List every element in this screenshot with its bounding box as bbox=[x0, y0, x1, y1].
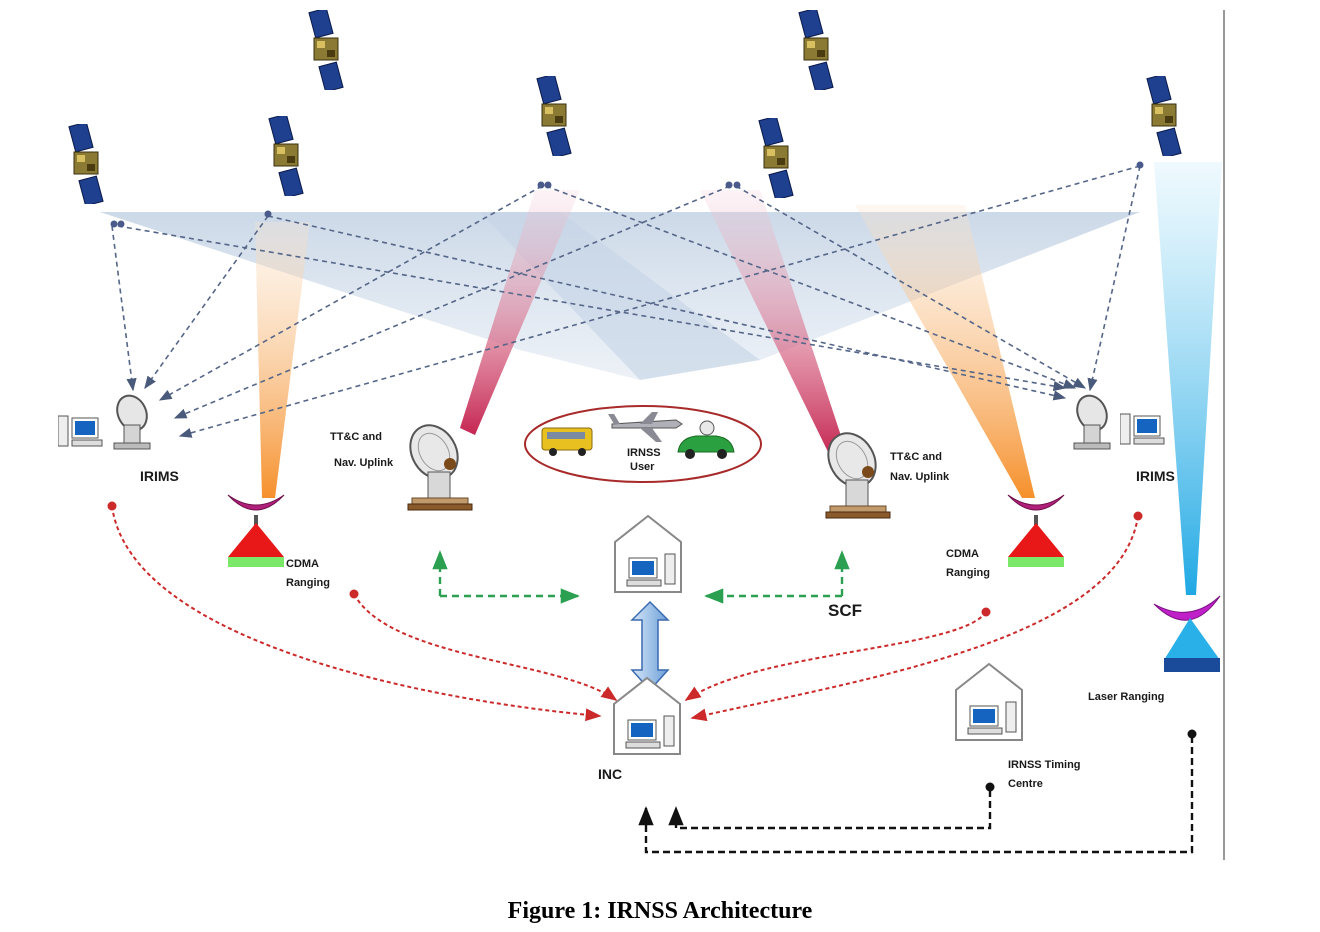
laser-station-icon bbox=[1153, 595, 1221, 621]
beam-cdma-right bbox=[855, 205, 1035, 498]
cdma-right-station: CDMA Ranging bbox=[946, 494, 1065, 579]
scf-links bbox=[432, 550, 850, 604]
satellite-icon bbox=[268, 116, 304, 196]
building-icon bbox=[955, 663, 1023, 741]
figure-caption: Figure 1: IRNSS Architecture bbox=[507, 898, 813, 924]
laser-label: Laser Ranging bbox=[1088, 691, 1164, 703]
irnss-user: IRNSS User bbox=[524, 405, 762, 483]
satellite-icon bbox=[308, 10, 344, 90]
satellite-icon bbox=[68, 124, 104, 204]
data-links bbox=[111, 505, 1139, 722]
scf-station: SCF bbox=[613, 514, 862, 620]
scf-label: SCF bbox=[828, 601, 862, 620]
airplane-icon bbox=[608, 412, 683, 442]
dish-antenna-icon bbox=[404, 424, 473, 511]
irims-left-station: IRIMS bbox=[58, 392, 179, 484]
beam-ttc-right bbox=[700, 190, 845, 456]
beam-laser bbox=[1154, 162, 1222, 595]
bus-icon bbox=[541, 427, 593, 456]
irims-left-label: IRIMS bbox=[140, 468, 179, 484]
timing-label-1: IRNSS Timing bbox=[1008, 759, 1081, 771]
inc-station: INC bbox=[598, 677, 681, 782]
dish-antenna-icon bbox=[1070, 392, 1114, 451]
cdma-left-label-2: Ranging bbox=[286, 577, 330, 589]
cdma-right-label-1: CDMA bbox=[946, 548, 979, 560]
beam-ttc-left bbox=[460, 190, 580, 435]
cdma-right-label-2: Ranging bbox=[946, 567, 990, 579]
data-link-nodes bbox=[107, 501, 1143, 617]
link-nodes bbox=[110, 161, 1144, 228]
beam-cdma-left bbox=[255, 222, 310, 498]
user-label-1: IRNSS bbox=[627, 447, 661, 459]
timing-link-nodes bbox=[985, 729, 1197, 792]
dish-antenna-icon bbox=[110, 392, 154, 451]
timing-label-2: Centre bbox=[1008, 778, 1043, 790]
cdma-left-station: CDMA Ranging bbox=[227, 494, 330, 589]
cdma-left-label-1: CDMA bbox=[286, 558, 319, 570]
computer-icon bbox=[1120, 413, 1165, 445]
car-icon bbox=[677, 420, 735, 459]
irims-right-label: IRIMS bbox=[1136, 468, 1175, 484]
satellites bbox=[68, 10, 1182, 204]
ttc-right-label-2: Nav. Uplink bbox=[890, 471, 950, 483]
satellite-links bbox=[111, 165, 1141, 438]
ranging-station-icon bbox=[1007, 494, 1065, 568]
computer-icon bbox=[58, 415, 103, 447]
satellite-icon bbox=[536, 76, 572, 156]
building-icon bbox=[613, 677, 681, 755]
ttc-right-label-1: TT&C and bbox=[890, 451, 942, 463]
ttc-left-label-1: TT&C and bbox=[330, 431, 382, 443]
irims-right-station: IRIMS bbox=[1070, 392, 1175, 484]
ttc-left-station: TT&C and Nav. Uplink bbox=[330, 424, 473, 511]
satellite-icon bbox=[1146, 76, 1182, 156]
inc-label: INC bbox=[598, 766, 622, 782]
laser-ranging-station: Laser Ranging bbox=[1088, 595, 1221, 703]
satellite-icon bbox=[798, 10, 834, 90]
building-icon bbox=[613, 514, 683, 594]
timing-centre-station: IRNSS Timing Centre bbox=[955, 663, 1081, 790]
timing-links bbox=[638, 736, 1194, 854]
scf-inc-link bbox=[630, 600, 670, 692]
ttc-left-label-2: Nav. Uplink bbox=[334, 457, 394, 469]
ttc-right-station: TT&C and Nav. Uplink bbox=[822, 432, 950, 519]
user-label-2: User bbox=[630, 461, 655, 473]
ranging-station-icon bbox=[227, 494, 285, 568]
satellite-icon bbox=[758, 118, 794, 198]
